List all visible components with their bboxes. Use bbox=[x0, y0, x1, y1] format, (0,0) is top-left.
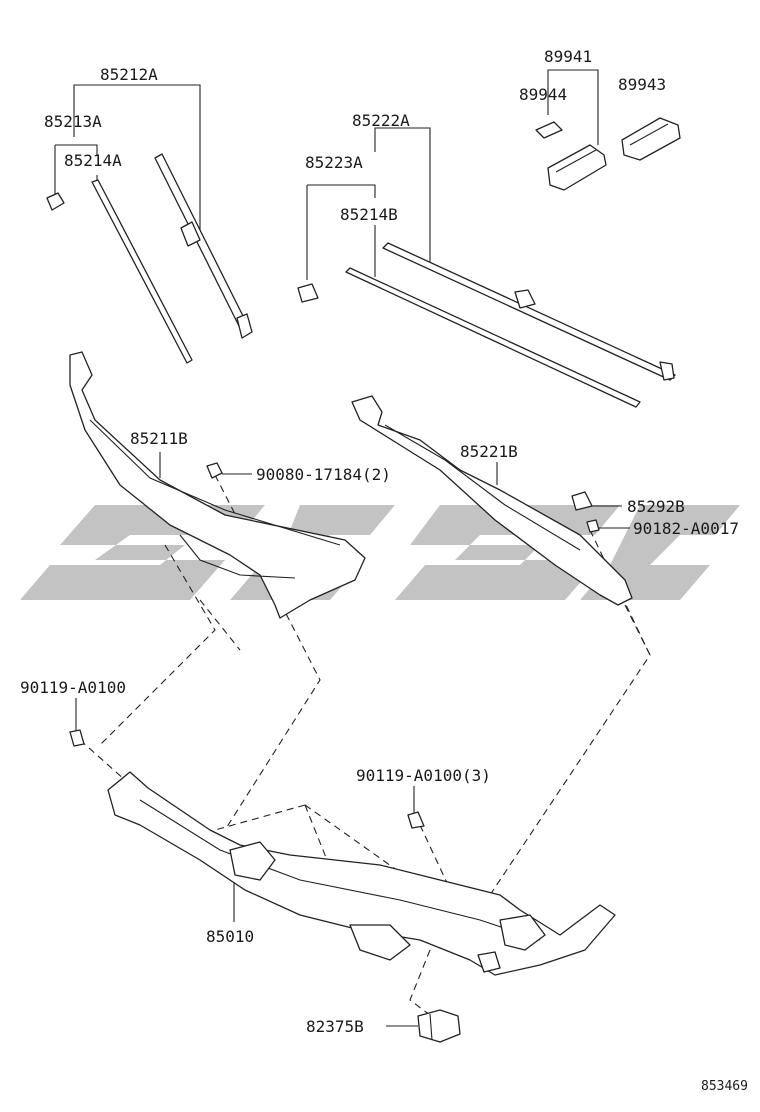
label-85010: 85010 bbox=[206, 927, 254, 946]
figure-number: 853469 bbox=[701, 1079, 748, 1094]
label-85221B: 85221B bbox=[460, 442, 518, 461]
watermark-logo bbox=[20, 505, 740, 600]
label-85292B: 85292B bbox=[627, 497, 685, 516]
label-89941: 89941 bbox=[544, 47, 592, 66]
label-90119-A0100: 90119-A0100 bbox=[20, 678, 126, 697]
wiper-arm-left bbox=[69, 351, 366, 619]
wiper-blade-right bbox=[297, 242, 676, 408]
fasteners bbox=[69, 462, 600, 829]
label-90182-A0017: 90182-A0017 bbox=[633, 519, 739, 538]
label-85214A: 85214A bbox=[64, 151, 122, 170]
part-labels: 85212A 85213A 85214A 85222A 85223A 85214… bbox=[20, 47, 748, 1094]
label-89944: 89944 bbox=[519, 85, 567, 104]
label-85212A: 85212A bbox=[100, 65, 158, 84]
leader-lines bbox=[54, 69, 630, 1027]
label-85223A: 85223A bbox=[305, 153, 363, 172]
wiper-arm-right bbox=[351, 395, 633, 606]
wiper-blade-left bbox=[46, 153, 253, 364]
label-90119-A0100-3: 90119-A0100(3) bbox=[356, 766, 491, 785]
label-85213A: 85213A bbox=[44, 112, 102, 131]
wiper-linkage bbox=[107, 771, 616, 976]
label-82375B: 82375B bbox=[306, 1017, 364, 1036]
cover-caps bbox=[535, 117, 681, 191]
label-85214B: 85214B bbox=[340, 205, 398, 224]
motor-connector bbox=[417, 1009, 461, 1043]
label-90080-17184: 90080-17184(2) bbox=[256, 465, 391, 484]
label-85222A: 85222A bbox=[352, 111, 410, 130]
label-89943: 89943 bbox=[618, 75, 666, 94]
label-85211B: 85211B bbox=[130, 429, 188, 448]
